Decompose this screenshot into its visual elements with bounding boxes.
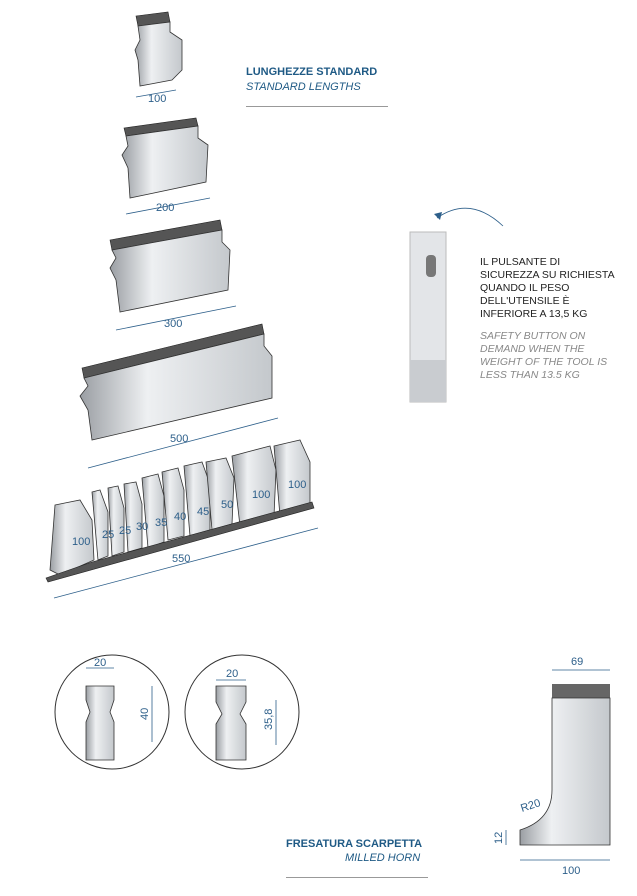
segment-label: 100 (288, 479, 306, 491)
dim-left-width: 20 (94, 657, 106, 669)
safety-text-it: IL PULSANTE DI SICUREZZA SU RICHIESTA QU… (480, 256, 614, 320)
divider (286, 877, 428, 878)
milled-horn-subtitle: MILLED HORN (345, 852, 421, 864)
dim-top-width: 69 (571, 656, 583, 668)
dim-right-width: 20 (226, 668, 238, 680)
detail-left: 20 40 (54, 654, 170, 770)
dim-550: 550 (172, 553, 190, 565)
safety-text-en: SAFETY BUTTON ON DEMAND WHEN THE WEIGHT … (480, 330, 608, 381)
standard-lengths-title: LUNGHEZZE STANDARD (246, 66, 378, 78)
milled-horn-tool: 69 R20 12 100 (493, 656, 611, 877)
segment-label: 25 (119, 525, 131, 537)
dim-200: 200 (156, 202, 174, 214)
dim-left-height: 40 (139, 708, 151, 720)
tool-500: 500 (79, 323, 279, 469)
segment-label: 25 (102, 529, 114, 541)
milled-horn-title: FRESATURA SCARPETTA (286, 838, 423, 850)
dim-bottom-width: 100 (562, 865, 580, 877)
segment-label: 30 (136, 521, 148, 533)
tool-300: 300 (109, 219, 237, 331)
detail-right: 20 35,8 (184, 654, 300, 770)
segment-label: 45 (197, 506, 209, 518)
tool-200: 200 (121, 117, 211, 215)
safety-button-tool (409, 207, 504, 403)
divider (246, 106, 388, 107)
segment-label: 50 (221, 499, 233, 511)
dim-300: 300 (164, 318, 182, 330)
segment-label: 100 (252, 489, 270, 501)
tool-100: 100 (134, 11, 183, 105)
dim-radius: R20 (519, 797, 542, 815)
standard-lengths-subtitle: STANDARD LENGTHS (246, 81, 361, 93)
dim-right-height: 35,8 (263, 709, 275, 730)
segment-label: 35 (155, 517, 167, 529)
dim-500: 500 (170, 433, 188, 445)
segment-label: 40 (174, 511, 186, 523)
dim-100: 100 (148, 93, 166, 105)
segment-label: 100 (72, 536, 90, 548)
tool-set-550: 100 25 25 30 35 40 45 50 100 100 550 (45, 439, 319, 599)
dim-height: 12 (493, 832, 505, 844)
